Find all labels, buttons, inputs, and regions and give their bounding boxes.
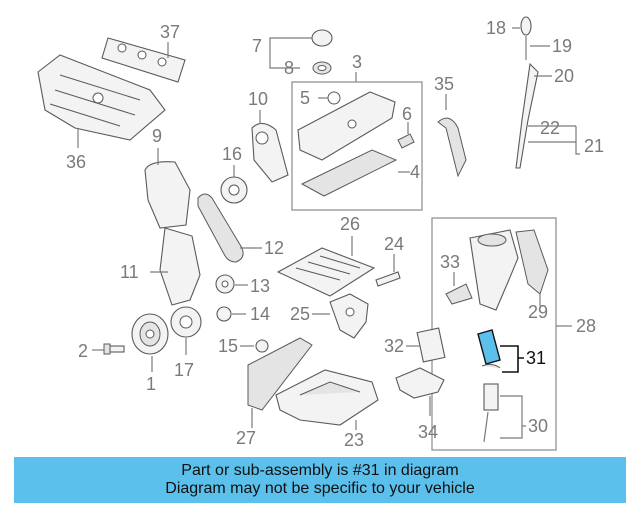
callout-7: 7: [252, 36, 262, 56]
oil-filler-cap: [311, 29, 333, 47]
callout-28: 28: [576, 316, 596, 336]
dipstick: [520, 16, 532, 60]
dipstick-tube-seal: [375, 271, 401, 287]
callout-14: 14: [250, 304, 270, 324]
callout-19: 19: [552, 36, 572, 56]
info-banner: Part or sub-assembly is #31 in diagram D…: [14, 457, 626, 503]
oil-baffle: [276, 247, 376, 297]
timing-cover-lower: [159, 227, 201, 306]
intake-manifold: [37, 54, 166, 141]
callout-35: 35: [434, 74, 454, 94]
callout-33: 33: [440, 252, 460, 272]
valve-cover: [297, 91, 396, 161]
callout-1: 1: [146, 374, 156, 394]
callout-32: 32: [384, 336, 404, 356]
housing-gasket: [515, 229, 549, 295]
callout-24: 24: [384, 234, 404, 254]
callout-37: 37: [160, 22, 180, 42]
valve-cover-gasket: [300, 149, 398, 197]
adapter-gasket: [445, 283, 473, 305]
callout-16: 16: [222, 144, 242, 164]
banner-line-1: Part or sub-assembly is #31 in diagram: [181, 462, 459, 479]
filter-o-ring: [481, 363, 501, 369]
callout-12: 12: [264, 238, 284, 258]
cap-seal: [312, 61, 332, 75]
oil-pan-gasket: [247, 337, 313, 411]
drain-valve: [483, 383, 499, 443]
callout-10: 10: [248, 89, 268, 109]
drain-plug: [255, 339, 269, 353]
cover-bracket: [251, 122, 289, 183]
banner-line-2: Diagram may not be specific to your vehi…: [165, 480, 475, 497]
callout-20: 20: [554, 66, 574, 86]
pulley-bolt: [103, 343, 125, 355]
callout-6: 6: [402, 104, 412, 124]
callout-4: 4: [410, 162, 420, 182]
callout-13: 13: [250, 276, 270, 296]
callout-30: 30: [528, 416, 548, 436]
callout-2: 2: [78, 341, 88, 361]
callout-15: 15: [218, 336, 238, 356]
oil-pan: [275, 369, 379, 426]
parts-diagram: 37 36 9 10 16 12 11 13 14: [37, 16, 604, 451]
pcv-valve: [397, 133, 415, 149]
callout-3: 3: [352, 52, 362, 72]
timing-cover-upper: [144, 161, 191, 229]
tensioner-bolt: [216, 306, 232, 322]
idler-pulley: [215, 274, 235, 294]
callout-31: 31: [526, 348, 546, 368]
callout-22: 22: [540, 118, 560, 138]
camshaft-sprocket: [220, 176, 248, 204]
mounting-bracket: [395, 367, 445, 399]
callout-25: 25: [290, 304, 310, 324]
callout-17: 17: [174, 360, 194, 380]
oil-filter-element: [477, 329, 501, 365]
callout-11: 11: [120, 262, 139, 282]
callout-27: 27: [236, 428, 256, 448]
callout-18: 18: [486, 18, 506, 38]
callout-23: 23: [344, 430, 364, 450]
dipstick-tube: [515, 62, 539, 169]
callout-29: 29: [528, 302, 548, 322]
callout-8: 8: [284, 58, 294, 78]
crankshaft-pulley: [131, 313, 169, 355]
timing-belt: [197, 193, 244, 263]
callout-26: 26: [340, 214, 360, 234]
breather-hose: [437, 117, 467, 178]
callout-21: 21: [584, 136, 604, 156]
oil-pump: [329, 293, 369, 339]
callout-36: 36: [66, 152, 86, 172]
intake-gasket: [101, 37, 186, 83]
callout-9: 9: [152, 126, 162, 146]
filter-adapter: [469, 229, 519, 311]
callout-5: 5: [300, 88, 310, 108]
crank-sprocket: [170, 306, 202, 338]
oil-level-sensor: [416, 327, 446, 363]
callout-34: 34: [418, 422, 438, 442]
